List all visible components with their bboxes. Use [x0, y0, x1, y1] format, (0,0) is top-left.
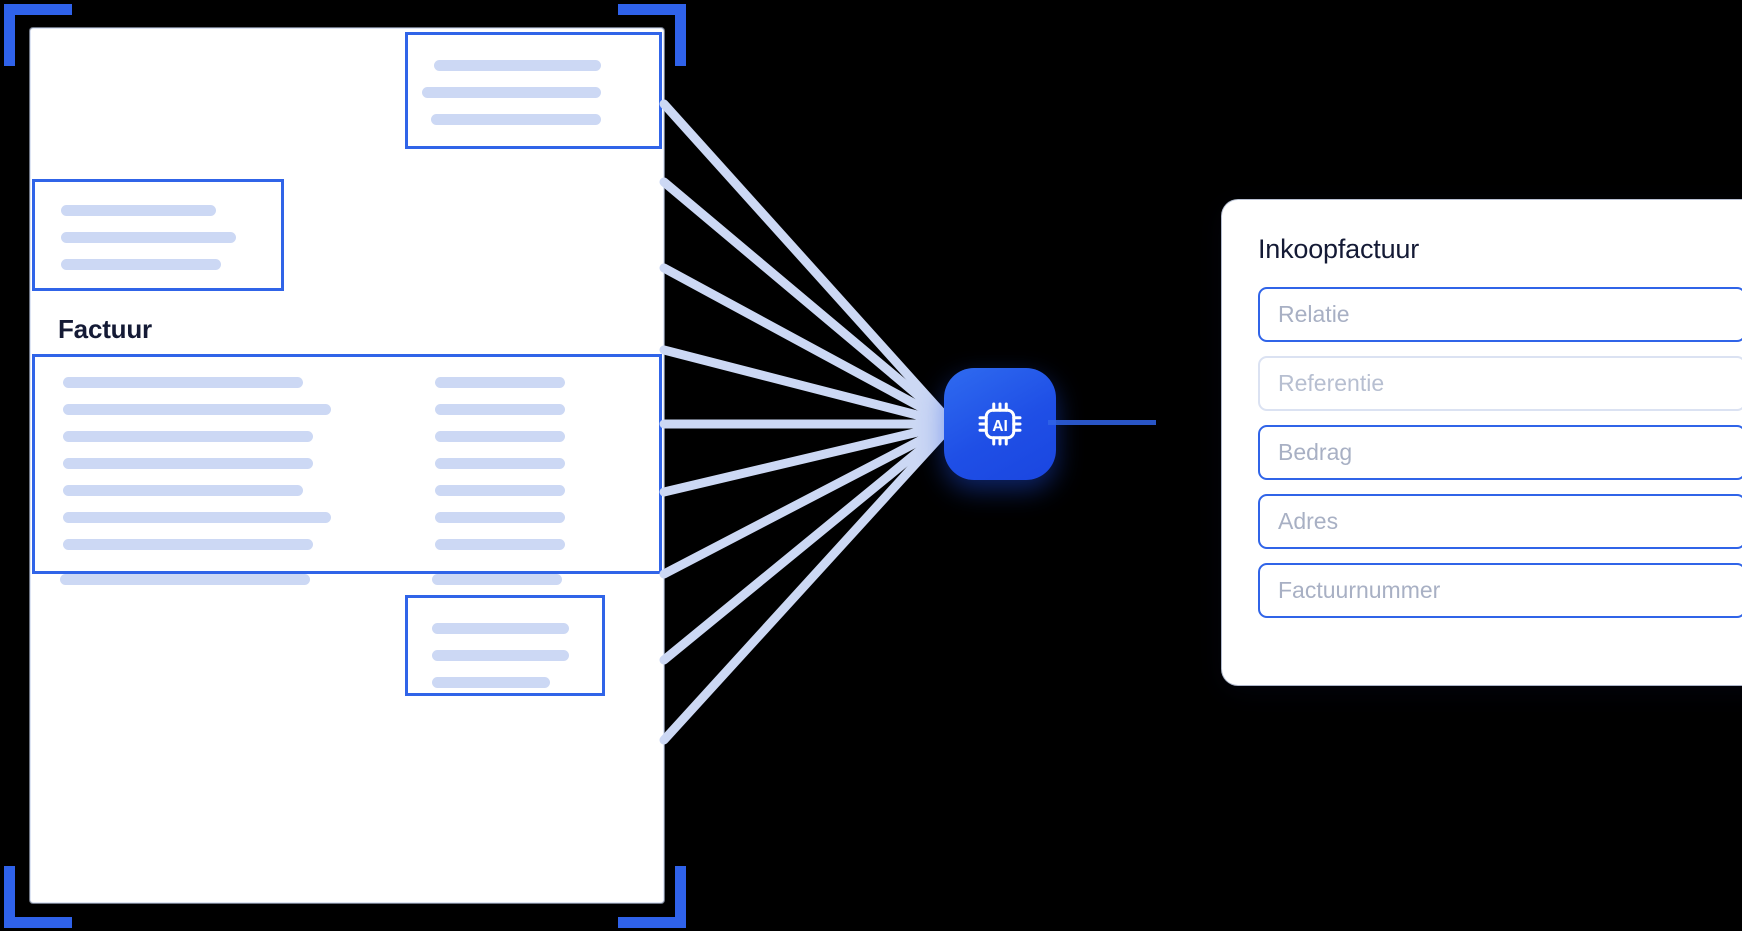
connector-line [659, 419, 957, 579]
connector-line-to-form [1048, 420, 1156, 425]
skeleton-line [61, 259, 221, 270]
skeleton-line [432, 574, 562, 585]
connector-line [659, 419, 957, 745]
skeleton-line [435, 485, 565, 496]
field-adres[interactable]: Adres [1258, 494, 1742, 549]
field-referentie[interactable]: Referentie [1258, 356, 1742, 411]
connector-line [659, 345, 957, 429]
highlight-box-top-right[interactable] [405, 32, 662, 149]
skeleton-line [435, 512, 565, 523]
field-factuurnummer[interactable]: Factuurnummer [1258, 563, 1742, 618]
field-relatie[interactable]: Relatie [1258, 287, 1742, 342]
highlight-box-bottom-right[interactable] [405, 595, 605, 696]
connector-line [659, 419, 957, 497]
skeleton-line [61, 205, 216, 216]
field-bedrag[interactable]: Bedrag [1258, 425, 1742, 480]
skeleton-line [431, 114, 601, 125]
skeleton-line [60, 574, 310, 585]
skeleton-line [435, 458, 565, 469]
connector-line [659, 177, 957, 429]
connector-line [659, 419, 957, 665]
ai-chip-icon: AI [978, 402, 1022, 446]
result-form-panel: Inkoopfactuur Relatie Referentie Bedrag … [1222, 200, 1742, 685]
skeleton-line [63, 539, 313, 550]
skeleton-line [63, 512, 331, 523]
ai-chip-label: AI [992, 418, 1008, 435]
skeleton-line [434, 60, 601, 71]
skeleton-line [432, 623, 569, 634]
ai-chip-badge[interactable]: AI [944, 368, 1056, 480]
connector-line [659, 99, 957, 429]
document-title: Factuur [58, 314, 152, 344]
skeleton-line [422, 87, 601, 98]
form-title: Inkoopfactuur [1258, 234, 1420, 264]
field-placeholder: Referentie [1278, 370, 1385, 396]
field-placeholder: Relatie [1278, 301, 1350, 327]
skeleton-line [432, 650, 569, 661]
skeleton-line [435, 404, 565, 415]
skeleton-line [432, 677, 550, 688]
invoice-document[interactable]: Factuur [30, 28, 664, 903]
field-placeholder: Factuurnummer [1278, 577, 1441, 603]
field-placeholder: Adres [1278, 508, 1339, 534]
skeleton-line [61, 232, 236, 243]
highlight-box-left[interactable] [32, 179, 284, 291]
skeleton-line [63, 458, 313, 469]
skeleton-line [63, 485, 303, 496]
skeleton-line [63, 377, 303, 388]
field-placeholder: Bedrag [1278, 439, 1353, 465]
highlight-box-line-items[interactable] [32, 354, 662, 574]
skeleton-line [63, 431, 313, 442]
skeleton-line [435, 431, 565, 442]
skeleton-line [435, 539, 565, 550]
skeleton-line [435, 377, 565, 388]
connector-line [659, 263, 957, 429]
skeleton-line [63, 404, 331, 415]
